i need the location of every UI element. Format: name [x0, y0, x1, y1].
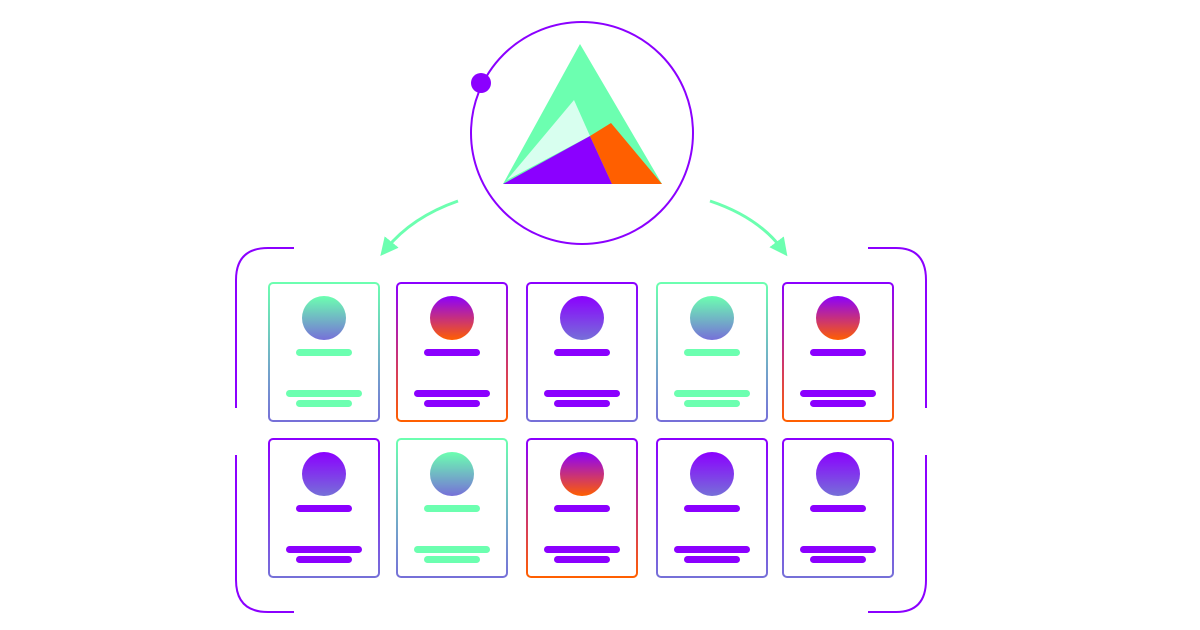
name-placeholder-bar [296, 349, 352, 356]
name-placeholder-bar [424, 349, 480, 356]
avatar-icon [302, 296, 346, 340]
name-placeholder-bar [554, 505, 610, 512]
arrow-right-down-icon [709, 199, 788, 257]
name-placeholder-bar [810, 349, 866, 356]
detail-placeholder-bar [296, 400, 352, 407]
avatar-icon [690, 452, 734, 496]
hub [470, 21, 694, 245]
profile-card [396, 282, 508, 422]
detail-placeholder-bar [424, 556, 480, 563]
name-placeholder-bar [296, 505, 352, 512]
detail-placeholder-bar [800, 390, 876, 397]
avatar-icon [816, 452, 860, 496]
profile-card [268, 282, 380, 422]
orbit-ring-icon [470, 21, 694, 245]
triangle-logo-icon [503, 44, 662, 184]
name-placeholder-bar [554, 349, 610, 356]
detail-placeholder-bar [286, 546, 362, 553]
frame-bracket-right [868, 247, 927, 613]
avatar-icon [816, 296, 860, 340]
detail-placeholder-bar [414, 546, 490, 553]
detail-placeholder-bar [674, 390, 750, 397]
detail-placeholder-bar [414, 390, 490, 397]
detail-placeholder-bar [286, 390, 362, 397]
detail-placeholder-bar [810, 556, 866, 563]
avatar-icon [690, 296, 734, 340]
detail-placeholder-bar [544, 390, 620, 397]
avatar-icon [560, 296, 604, 340]
name-placeholder-bar [810, 505, 866, 512]
avatar-icon [430, 452, 474, 496]
frame-bracket-left [235, 247, 294, 613]
profile-card [656, 438, 768, 578]
profile-card [656, 282, 768, 422]
detail-placeholder-bar [544, 546, 620, 553]
detail-placeholder-bar [800, 546, 876, 553]
detail-placeholder-bar [684, 400, 740, 407]
detail-placeholder-bar [424, 400, 480, 407]
profile-card [526, 282, 638, 422]
orbit-dot-icon [471, 73, 491, 93]
avatar-icon [302, 452, 346, 496]
name-placeholder-bar [684, 505, 740, 512]
detail-placeholder-bar [554, 400, 610, 407]
card-grid [268, 282, 894, 578]
profile-card [782, 282, 894, 422]
profile-card [396, 438, 508, 578]
detail-placeholder-bar [810, 400, 866, 407]
name-placeholder-bar [424, 505, 480, 512]
profile-card [782, 438, 894, 578]
detail-placeholder-bar [554, 556, 610, 563]
profile-card [268, 438, 380, 578]
detail-placeholder-bar [296, 556, 352, 563]
name-placeholder-bar [684, 349, 740, 356]
detail-placeholder-bar [684, 556, 740, 563]
avatar-icon [560, 452, 604, 496]
avatar-icon [430, 296, 474, 340]
arrow-left-down-icon [380, 199, 459, 256]
profile-card [526, 438, 638, 578]
detail-placeholder-bar [674, 546, 750, 553]
